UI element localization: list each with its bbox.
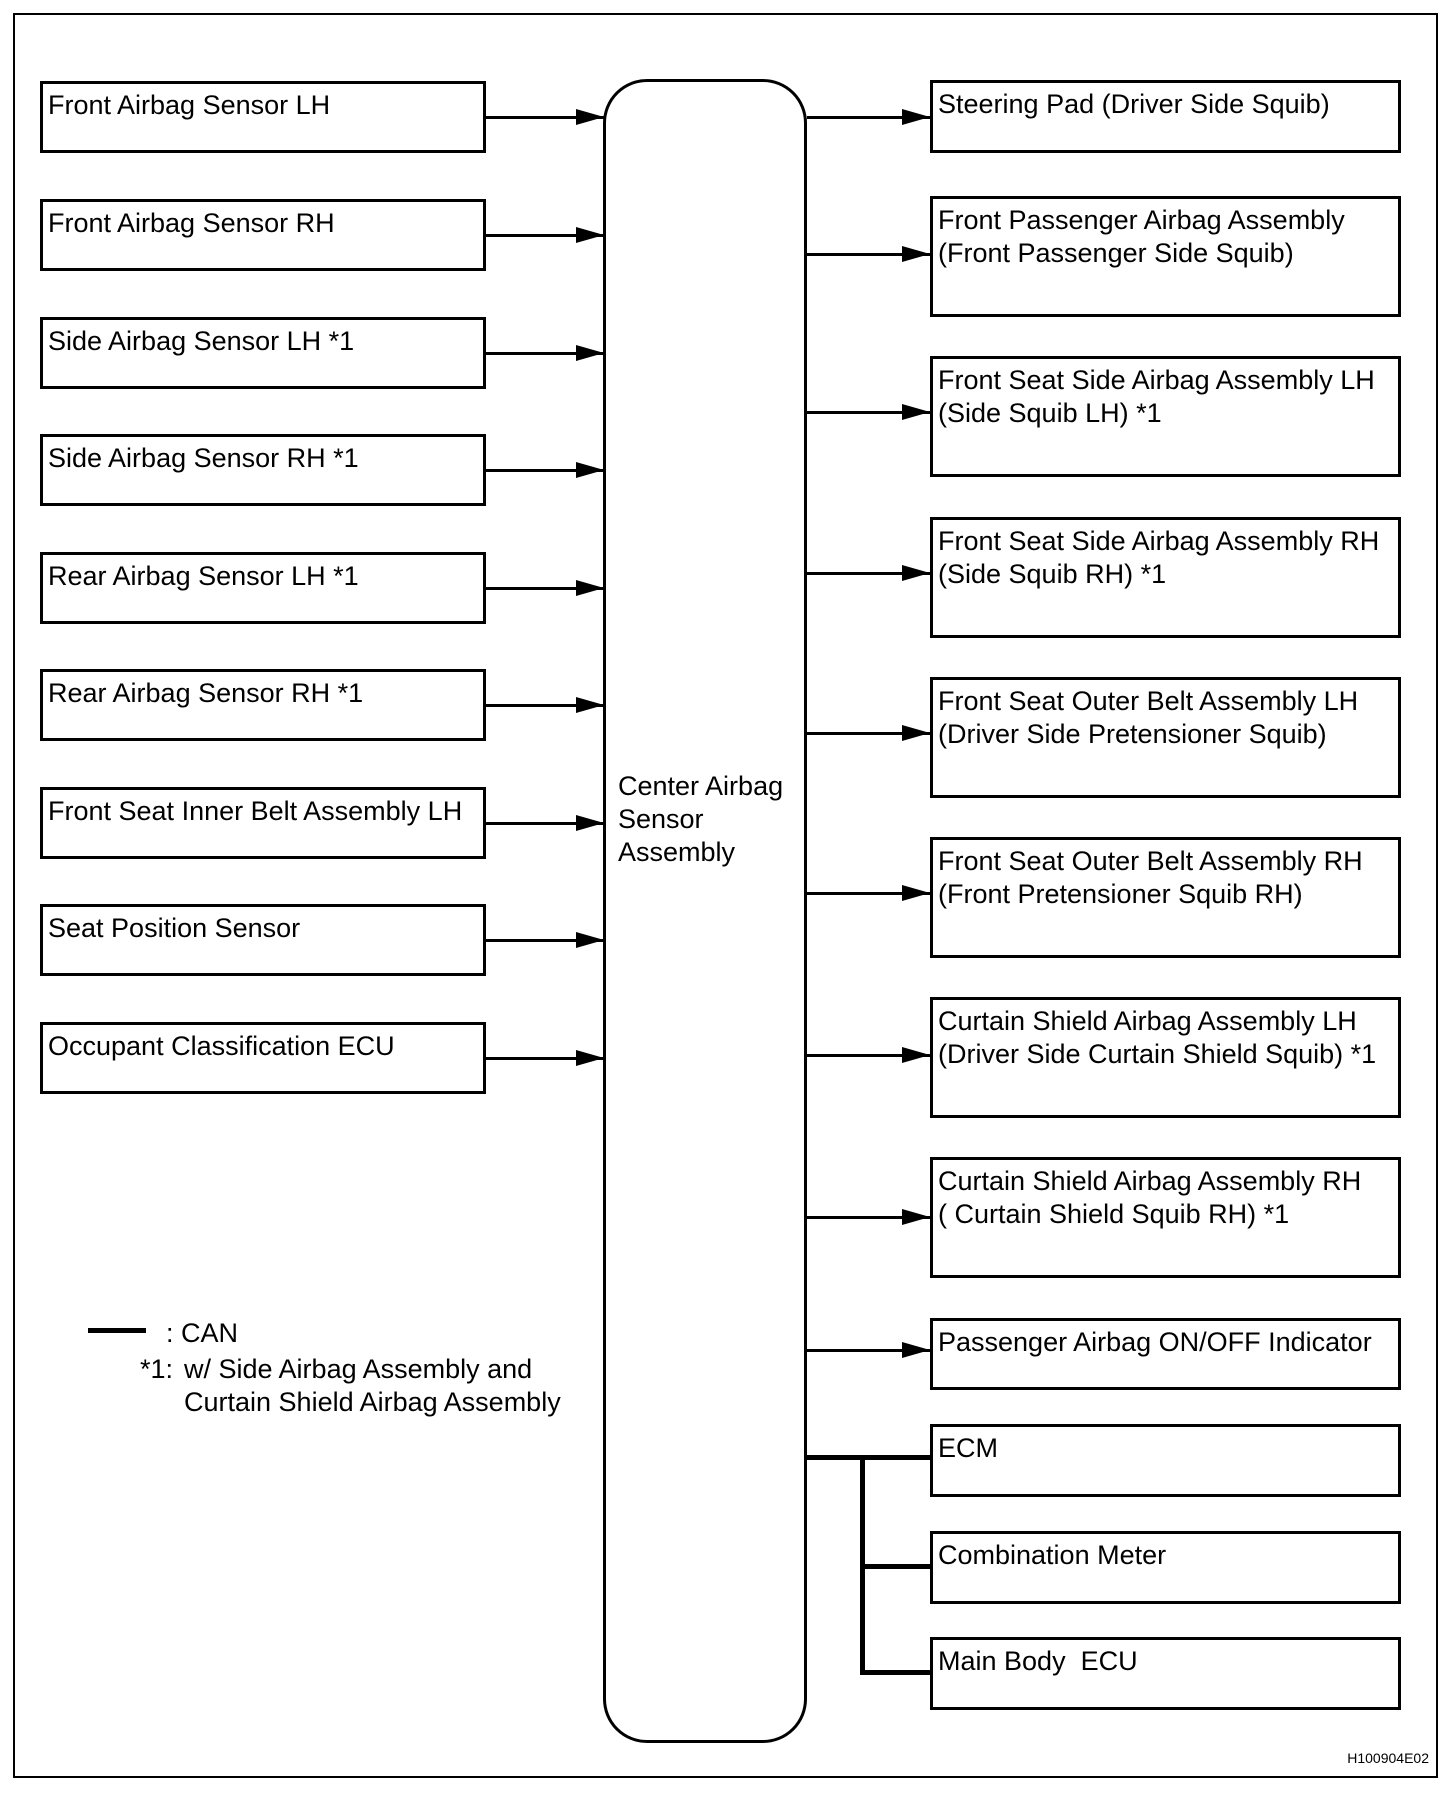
input-arrow (576, 227, 604, 243)
output-arrow (902, 246, 930, 262)
legend-can-label: : CAN (166, 1318, 239, 1348)
input-connector (486, 1057, 604, 1060)
output-box-curtain-shield-airbag-lh: Curtain Shield Airbag Assembly LH (Drive… (930, 997, 1401, 1118)
input-connector (486, 469, 604, 472)
output-arrow (902, 404, 930, 420)
input-connector (486, 704, 604, 707)
can-bus-branch-combination-meter (860, 1564, 930, 1569)
input-connector (486, 352, 604, 355)
legend-note-mark: *1: (140, 1354, 174, 1384)
can-box-combination-meter: Combination Meter (930, 1531, 1401, 1604)
input-box-front-airbag-sensor-lh: Front Airbag Sensor LH (40, 81, 486, 153)
output-connector (807, 411, 930, 414)
output-connector (807, 892, 930, 895)
output-box-front-seat-outer-belt-lh: Front Seat Outer Belt Assembly LH (Drive… (930, 677, 1401, 798)
input-connector (486, 234, 604, 237)
output-box-front-passenger-airbag: Front Passenger Airbag Assembly (Front P… (930, 196, 1401, 317)
center-assembly-label: Center Airbag Sensor Assembly (618, 771, 784, 867)
center-airbag-sensor-assembly (603, 79, 807, 1743)
input-box-occupant-classification-ecu: Occupant Classification ECU (40, 1022, 486, 1094)
input-arrow (576, 580, 604, 596)
output-box-front-seat-outer-belt-rh: Front Seat Outer Belt Assembly RH (Front… (930, 837, 1401, 958)
output-box-passenger-airbag-indicator: Passenger Airbag ON/OFF Indicator (930, 1318, 1401, 1390)
input-box-seat-position-sensor: Seat Position Sensor (40, 904, 486, 976)
output-arrow (902, 1047, 930, 1063)
output-connector (807, 253, 930, 256)
input-box-side-airbag-sensor-lh: Side Airbag Sensor LH *1 (40, 317, 486, 389)
output-box-front-seat-side-airbag-rh: Front Seat Side Airbag Assembly RH (Side… (930, 517, 1401, 638)
input-box-front-seat-inner-belt-lh: Front Seat Inner Belt Assembly LH (40, 787, 486, 859)
input-arrow (576, 462, 604, 478)
output-box-front-seat-side-airbag-lh: Front Seat Side Airbag Assembly LH (Side… (930, 356, 1401, 477)
output-arrow (902, 109, 930, 125)
input-connector (486, 116, 604, 119)
output-box-curtain-shield-airbag-rh: Curtain Shield Airbag Assembly RH ( Curt… (930, 1157, 1401, 1278)
legend-can-line (88, 1328, 146, 1333)
diagram-frame (13, 13, 1438, 1778)
output-arrow (902, 1342, 930, 1358)
input-arrow (576, 109, 604, 125)
input-box-side-airbag-sensor-rh: Side Airbag Sensor RH *1 (40, 434, 486, 506)
output-arrow (902, 885, 930, 901)
input-arrow (576, 1050, 604, 1066)
output-arrow (902, 565, 930, 581)
input-connector (486, 939, 604, 942)
output-connector (807, 116, 930, 119)
input-box-rear-airbag-sensor-lh: Rear Airbag Sensor LH *1 (40, 552, 486, 624)
can-box-main-body-ecu: Main Body ECU (930, 1637, 1401, 1710)
output-arrow (902, 1209, 930, 1225)
output-box-steering-pad: Steering Pad (Driver Side Squib) (930, 80, 1401, 153)
can-bus-branch-main-body-ecu (860, 1670, 930, 1675)
input-connector (486, 587, 604, 590)
output-arrow (902, 725, 930, 741)
input-arrow (576, 345, 604, 361)
input-arrow (576, 697, 604, 713)
output-connector (807, 1054, 930, 1057)
input-arrow (576, 815, 604, 831)
input-box-front-airbag-sensor-rh: Front Airbag Sensor RH (40, 199, 486, 271)
can-box-ecm: ECM (930, 1424, 1401, 1497)
output-connector (807, 572, 930, 575)
can-bus-main (807, 1455, 930, 1460)
input-connector (486, 822, 604, 825)
output-connector (807, 1349, 930, 1352)
output-connector (807, 1216, 930, 1219)
figure-code: H100904E02 (1347, 1750, 1429, 1766)
legend-note-text: w/ Side Airbag Assembly and Curtain Shie… (184, 1354, 561, 1417)
input-box-rear-airbag-sensor-rh: Rear Airbag Sensor RH *1 (40, 669, 486, 741)
input-arrow (576, 932, 604, 948)
output-connector (807, 732, 930, 735)
